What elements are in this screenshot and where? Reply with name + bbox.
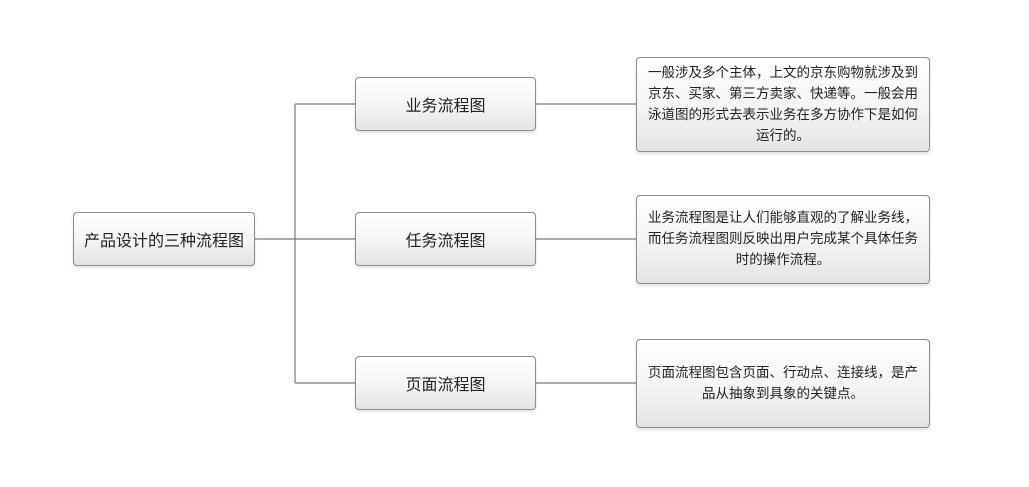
branch-label: 业务流程图 <box>405 96 486 115</box>
branch-label: 任务流程图 <box>405 231 486 250</box>
root-label: 产品设计的三种流程图 <box>83 231 244 250</box>
branch-node-business-flow[interactable]: 业务流程图 <box>355 77 536 131</box>
description-node-page-flow[interactable]: 页面流程图包含页面、行动点、连接线，是产品从抽象到具象的关键点。 <box>636 339 930 428</box>
description-node-task-flow[interactable]: 业务流程图是让人们能够直观的了解业务线，而任务流程图则反映出用户完成某个具体任务… <box>636 195 930 284</box>
description-text: 业务流程图是让人们能够直观的了解业务线，而任务流程图则反映出用户完成某个具体任务… <box>648 210 918 268</box>
branch-label: 页面流程图 <box>405 375 486 394</box>
description-text: 一般涉及多个主体，上文的京东购物就涉及到京东、买家、第三方卖家、快递等。一般会用… <box>648 64 918 144</box>
description-text: 页面流程图包含页面、行动点、连接线，是产品从抽象到具象的关键点。 <box>648 364 918 402</box>
description-node-business-flow[interactable]: 一般涉及多个主体，上文的京东购物就涉及到京东、买家、第三方卖家、快递等。一般会用… <box>636 57 930 152</box>
branch-node-task-flow[interactable]: 任务流程图 <box>355 212 536 266</box>
root-node[interactable]: 产品设计的三种流程图 <box>73 212 255 266</box>
branch-node-page-flow[interactable]: 页面流程图 <box>355 356 536 410</box>
